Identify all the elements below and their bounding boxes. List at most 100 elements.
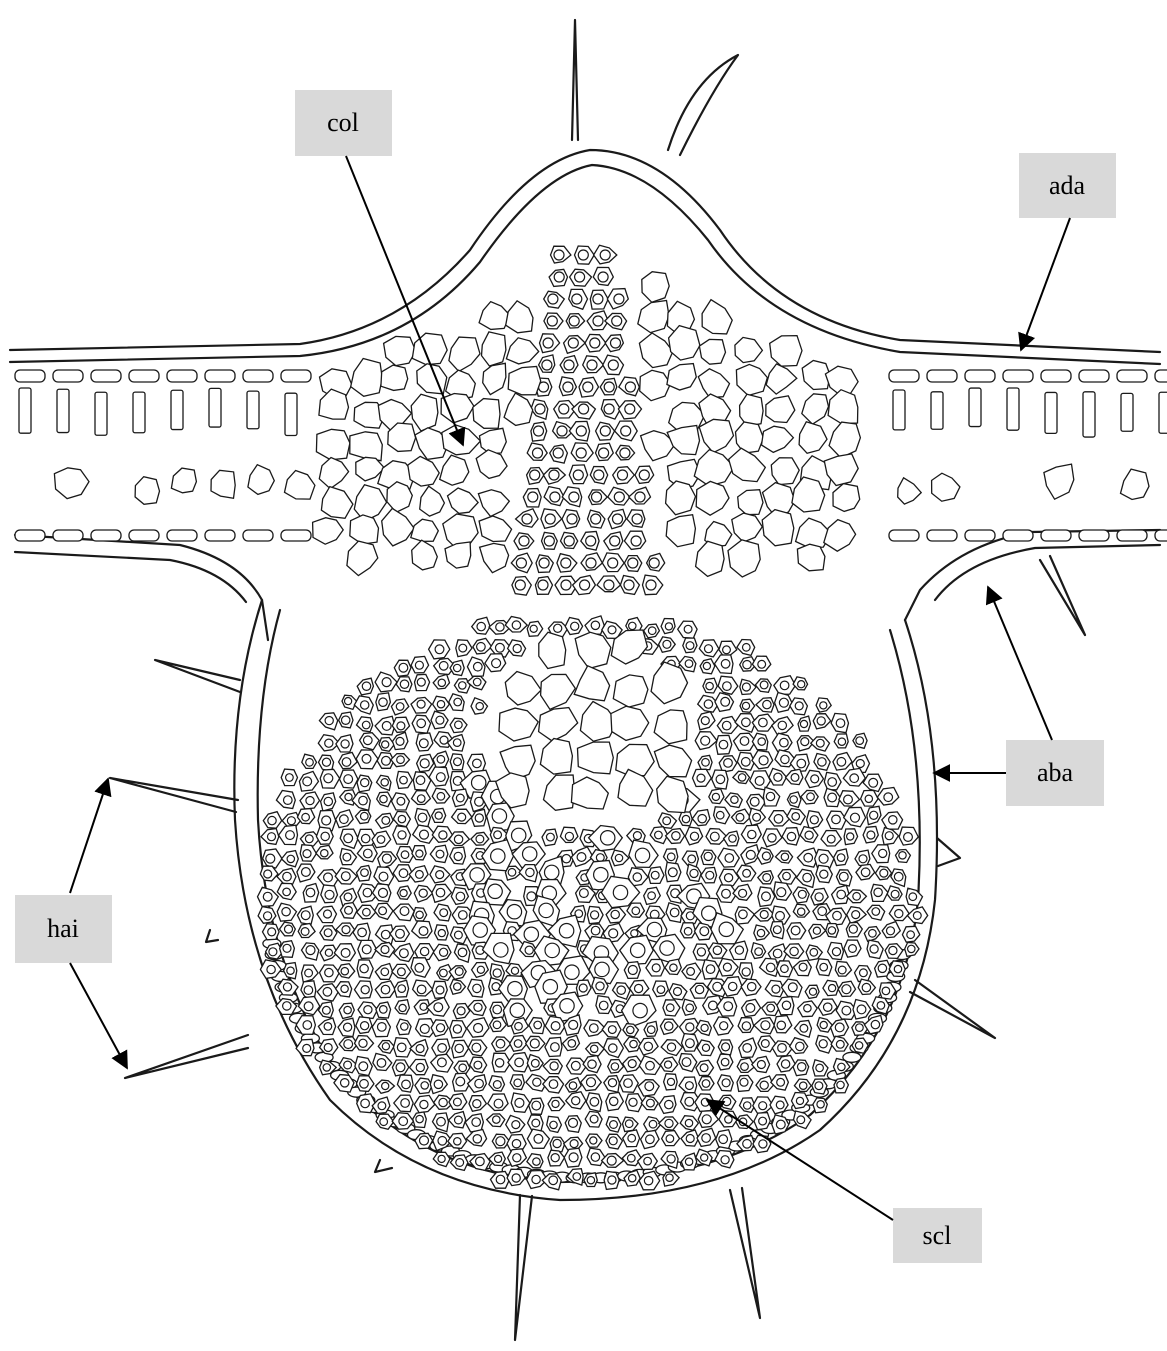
- cell-lumen: [702, 906, 716, 920]
- cell-lumen: [805, 831, 813, 839]
- cell-lumen: [439, 1098, 447, 1106]
- cell-lumen: [321, 850, 328, 857]
- cell-lumen: [341, 985, 348, 992]
- epidermal-cell: [965, 370, 995, 382]
- collenchyma-cell: [483, 363, 506, 394]
- cell-lumen: [453, 1025, 461, 1033]
- cell-lumen: [776, 1120, 785, 1129]
- cell-lumen: [416, 871, 424, 879]
- cell-lumen: [539, 903, 553, 917]
- cell-lumen: [474, 1024, 483, 1033]
- cell-lumen: [702, 1044, 709, 1051]
- cell-lumen: [604, 404, 614, 414]
- cell-lumen: [725, 1116, 732, 1123]
- cell-lumen: [345, 793, 352, 800]
- collenchyma-cell: [766, 364, 797, 394]
- cell-lumen: [594, 470, 604, 480]
- cell-lumen: [820, 1021, 827, 1028]
- epidermal-cell: [281, 530, 311, 541]
- cell-lumen: [759, 718, 768, 727]
- cell-lumen: [819, 1040, 827, 1048]
- cell-lumen: [633, 832, 641, 840]
- collenchyma-cell: [319, 458, 348, 489]
- cell-lumen: [628, 558, 638, 568]
- cell-lumen: [303, 1021, 312, 1030]
- cell-lumen: [361, 869, 369, 877]
- label-hai: hai: [47, 914, 79, 943]
- cell-lumen: [322, 816, 331, 825]
- cell-lumen: [628, 966, 637, 975]
- cell-lumen: [844, 795, 853, 804]
- pith-cell: [539, 708, 578, 742]
- cell-lumen: [579, 984, 587, 992]
- cell-lumen: [792, 813, 800, 821]
- spongy-cell: [932, 473, 960, 501]
- cell-lumen: [797, 1116, 805, 1124]
- cell-lumen: [301, 928, 309, 936]
- collenchyma-cell: [411, 394, 438, 431]
- cell-lumen: [550, 492, 560, 502]
- cell-lumen: [629, 1098, 637, 1106]
- cell-lumen: [610, 1121, 618, 1129]
- cell-lumen: [839, 872, 848, 881]
- cell-lumen: [790, 796, 797, 803]
- cell-lumen: [762, 852, 770, 860]
- cell-lumen: [870, 945, 878, 953]
- cell-lumen: [543, 338, 553, 348]
- cell-lumen: [419, 927, 428, 936]
- cell-lumen: [417, 678, 425, 686]
- cell-lumen: [420, 759, 429, 768]
- cell-lumen: [799, 963, 807, 971]
- cell-lumen: [398, 815, 405, 822]
- cell-lumen: [437, 793, 445, 801]
- cell-lumen: [415, 661, 423, 669]
- cell-lumen: [493, 1021, 501, 1029]
- cell-lumen: [263, 892, 272, 901]
- cell-lumen: [455, 1116, 463, 1124]
- cell-lumen: [684, 928, 692, 936]
- cell-lumen: [593, 316, 603, 326]
- cell-lumen: [635, 984, 643, 992]
- pith-cell: [571, 777, 608, 809]
- cell-lumen: [713, 946, 721, 954]
- cell-lumen: [322, 758, 330, 766]
- cell-lumen: [438, 1155, 445, 1162]
- cell-lumen: [565, 965, 579, 979]
- cell-lumen: [796, 1097, 803, 1104]
- cell-lumen: [807, 793, 815, 801]
- collenchyma-cell: [666, 515, 695, 547]
- epidermal-cell: [927, 530, 957, 541]
- cell-lumen: [563, 382, 573, 392]
- collenchyma-cell: [698, 369, 729, 398]
- cell-lumen: [435, 645, 444, 654]
- collenchyma-cell: [736, 364, 767, 395]
- cell-lumen: [647, 1099, 655, 1107]
- epidermal-cell: [167, 530, 197, 541]
- cell-lumen: [818, 758, 826, 766]
- cell-lumen: [455, 1044, 463, 1052]
- spongy-cell: [1044, 464, 1074, 499]
- cell-lumen: [635, 492, 645, 502]
- spongy-cell: [171, 468, 196, 493]
- cell-lumen: [548, 294, 558, 304]
- cell-lumen: [399, 1004, 406, 1011]
- cell-lumen: [599, 1001, 608, 1010]
- cell-lumen: [586, 536, 596, 546]
- epidermal-cell: [167, 370, 197, 382]
- cell-lumen: [604, 382, 614, 392]
- cell-lumen: [572, 294, 582, 304]
- cell-lumen: [828, 778, 837, 787]
- cell-lumen: [817, 1101, 824, 1108]
- cell-lumen: [283, 888, 291, 896]
- cell-lumen: [598, 272, 608, 282]
- cell-lumen: [815, 893, 823, 901]
- cell-lumen: [496, 643, 505, 652]
- cell-lumen: [470, 868, 484, 882]
- cell-lumen: [701, 736, 710, 745]
- cell-lumen: [631, 536, 641, 546]
- collenchyma-cell: [770, 336, 802, 367]
- cell-lumen: [553, 1139, 561, 1147]
- cell-lumen: [614, 294, 624, 304]
- cell-lumen: [306, 946, 315, 955]
- cell-lumen: [454, 698, 462, 706]
